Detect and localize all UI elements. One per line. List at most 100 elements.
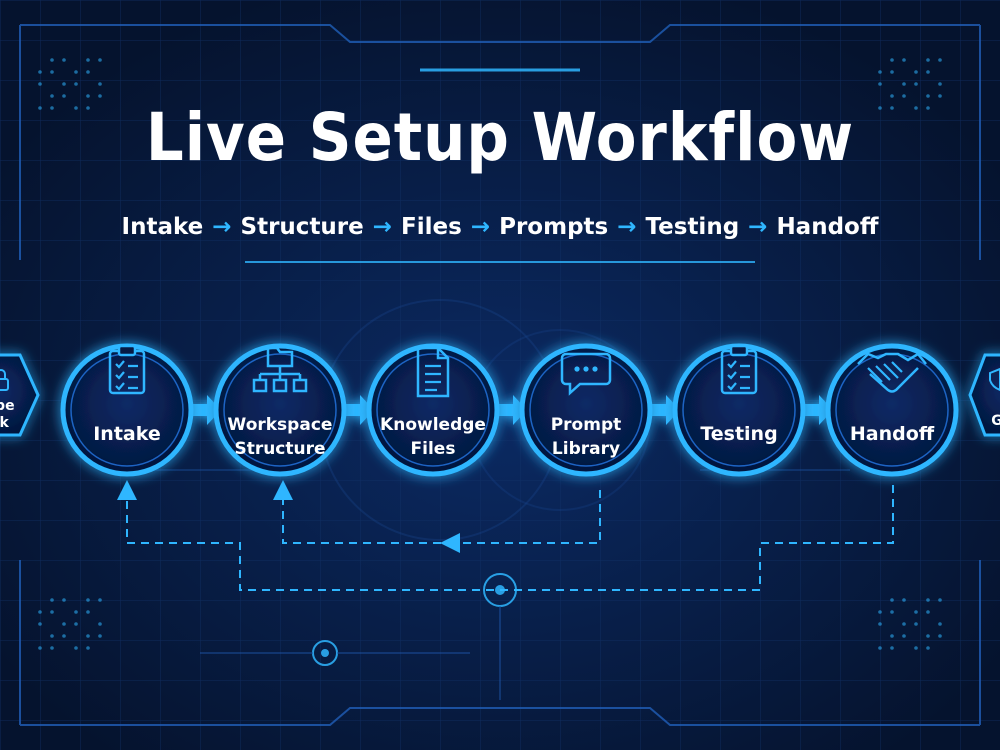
decorative-dots — [38, 58, 942, 650]
subtitle-flow: Intake→Structure→Files→Prompts→Testing→H… — [0, 210, 1000, 244]
subtitle-step: Structure — [240, 214, 364, 240]
node-circle — [60, 343, 194, 477]
decorative-dot — [890, 70, 894, 74]
page-title: Live Setup Workflow — [145, 99, 855, 176]
decorative-dot — [38, 610, 42, 614]
decorative-dot — [890, 610, 894, 614]
decorative-dot — [74, 646, 78, 650]
node-label: Prompt — [551, 415, 622, 435]
decorative-dot — [926, 106, 930, 110]
feedback-loop-inner-return — [273, 480, 455, 544]
node-inner-ring — [376, 353, 490, 467]
decorative-dot — [98, 634, 102, 638]
decorative-dot — [50, 58, 54, 62]
decorative-dot — [98, 58, 102, 62]
decorative-dot — [62, 58, 66, 62]
node-label: Files — [411, 439, 456, 459]
decorative-dot — [890, 58, 894, 62]
decorative-dot — [98, 598, 102, 602]
node-circle — [519, 343, 653, 477]
decorative-dot — [878, 106, 882, 110]
node-testing: Testing — [672, 343, 806, 477]
decorative-dot — [50, 610, 54, 614]
decorative-dot — [938, 94, 942, 98]
decorative-dot — [914, 646, 918, 650]
node-circle — [672, 343, 806, 477]
subtitle-step: Files — [401, 214, 462, 240]
decorative-dot — [890, 598, 894, 602]
decorative-dot — [62, 634, 66, 638]
subtitle-arrow: → — [617, 214, 637, 240]
handshake-icon — [857, 352, 927, 393]
node-label: Testing — [700, 423, 777, 445]
decorative-dot — [86, 94, 90, 98]
decorative-dot — [38, 622, 42, 626]
decorative-dot — [926, 610, 930, 614]
folder-hierarchy-icon — [252, 346, 308, 393]
decorative-dot — [890, 646, 894, 650]
decorative-dot — [926, 646, 930, 650]
decorative-dot — [50, 646, 54, 650]
decorative-dot — [878, 82, 882, 86]
decorative-dot — [890, 94, 894, 98]
decorative-dot — [86, 106, 90, 110]
subtitle-arrow: → — [748, 214, 768, 240]
decorative-dot — [878, 622, 882, 626]
decorative-dot — [86, 610, 90, 614]
decorative-dot — [878, 646, 882, 650]
decorative-dot — [74, 82, 78, 86]
subtitle-arrow: → — [470, 214, 491, 240]
decorative-dot — [86, 70, 90, 74]
feedback-loop-outer — [117, 480, 894, 591]
edge-node-left-line-1: ope — [0, 398, 15, 414]
decorative-dot — [86, 634, 90, 638]
decorative-dot — [62, 622, 66, 626]
decorative-dot — [914, 70, 918, 74]
decorative-dot — [98, 82, 102, 86]
decorative-dot — [914, 106, 918, 110]
subtitle-step: Prompts — [499, 214, 609, 240]
edge-node-left: ope ck — [0, 353, 40, 437]
clipboard-checklist-icon — [108, 344, 146, 395]
decorative-dot — [62, 598, 66, 602]
decorative-dot — [50, 106, 54, 110]
node-handoff: Handoff — [825, 343, 959, 477]
node-circle — [825, 343, 959, 477]
decorative-dot — [50, 598, 54, 602]
subtitle-step: Handoff — [776, 214, 879, 240]
decorative-dot — [62, 94, 66, 98]
decorative-dot — [38, 82, 42, 86]
decorative-dot — [86, 646, 90, 650]
decorative-dot — [98, 94, 102, 98]
subtitle-step: Intake — [121, 214, 204, 240]
decorative-dot — [890, 634, 894, 638]
clipboard-checklist-icon — [720, 344, 758, 395]
decorative-dot — [74, 70, 78, 74]
decorative-dot — [926, 634, 930, 638]
decorative-dot — [50, 94, 54, 98]
decorative-dot — [938, 82, 942, 86]
decorative-dot — [902, 94, 906, 98]
decorative-dot — [902, 58, 906, 62]
decorative-dot — [38, 106, 42, 110]
decorative-dot — [74, 610, 78, 614]
decorative-dot — [38, 646, 42, 650]
decorative-dot — [926, 94, 930, 98]
node-intake: Intake — [60, 343, 194, 477]
document-icon — [416, 346, 450, 398]
decorative-dot — [902, 634, 906, 638]
decorative-dot — [878, 70, 882, 74]
feedback-loops — [117, 480, 894, 591]
subtitle-arrow: → — [212, 214, 232, 240]
node-inner-ring — [223, 353, 337, 467]
feedback-loop-inner — [440, 490, 601, 553]
decorative-dot — [890, 106, 894, 110]
decorative-dot — [914, 82, 918, 86]
subtitle-arrow: → — [372, 214, 393, 240]
decorative-dot — [50, 70, 54, 74]
